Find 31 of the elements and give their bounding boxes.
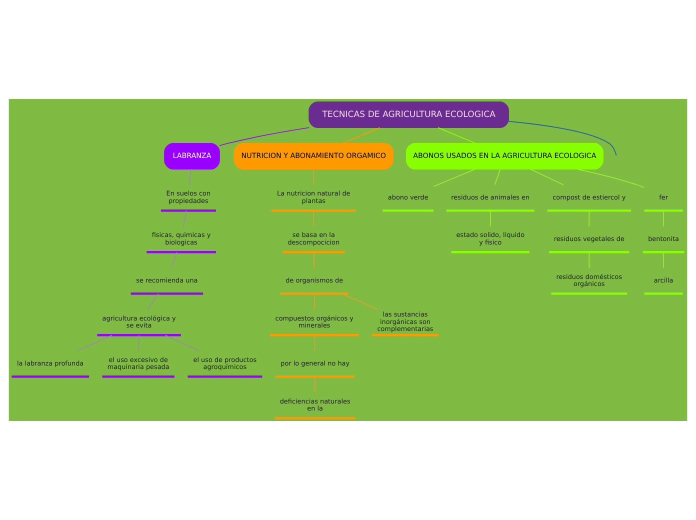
connector — [490, 210, 491, 227]
node-box: ABONOS USADOS EN LA AGRICULTURA ECOLOGICA — [406, 143, 604, 170]
connector — [314, 293, 315, 310]
connector — [76, 334, 112, 352]
connector — [313, 210, 314, 227]
connector — [588, 210, 590, 227]
connector — [588, 252, 590, 268]
connector — [147, 293, 159, 310]
connector — [313, 168, 314, 186]
connector — [438, 127, 476, 144]
connector — [189, 168, 192, 186]
node-box: NUTRICION Y ABONAMIENTO ORGAMICO — [234, 143, 394, 170]
node-box: TECNICAS DE AGRICULTURA ECOLOGICA — [308, 102, 509, 128]
node-box: LABRANZA — [164, 143, 220, 170]
connector — [342, 293, 378, 310]
connector — [663, 210, 664, 227]
connector — [530, 168, 564, 186]
connector — [314, 376, 316, 393]
connector — [433, 168, 476, 187]
connector — [663, 252, 664, 268]
connector — [494, 168, 501, 186]
connector — [219, 127, 310, 146]
connector — [313, 252, 315, 268]
connector — [170, 252, 178, 268]
connector — [508, 120, 617, 156]
connector — [164, 334, 200, 352]
connector — [342, 127, 380, 144]
connector — [576, 168, 645, 188]
connector — [138, 334, 140, 352]
connector — [183, 210, 187, 227]
connector — [314, 334, 316, 352]
